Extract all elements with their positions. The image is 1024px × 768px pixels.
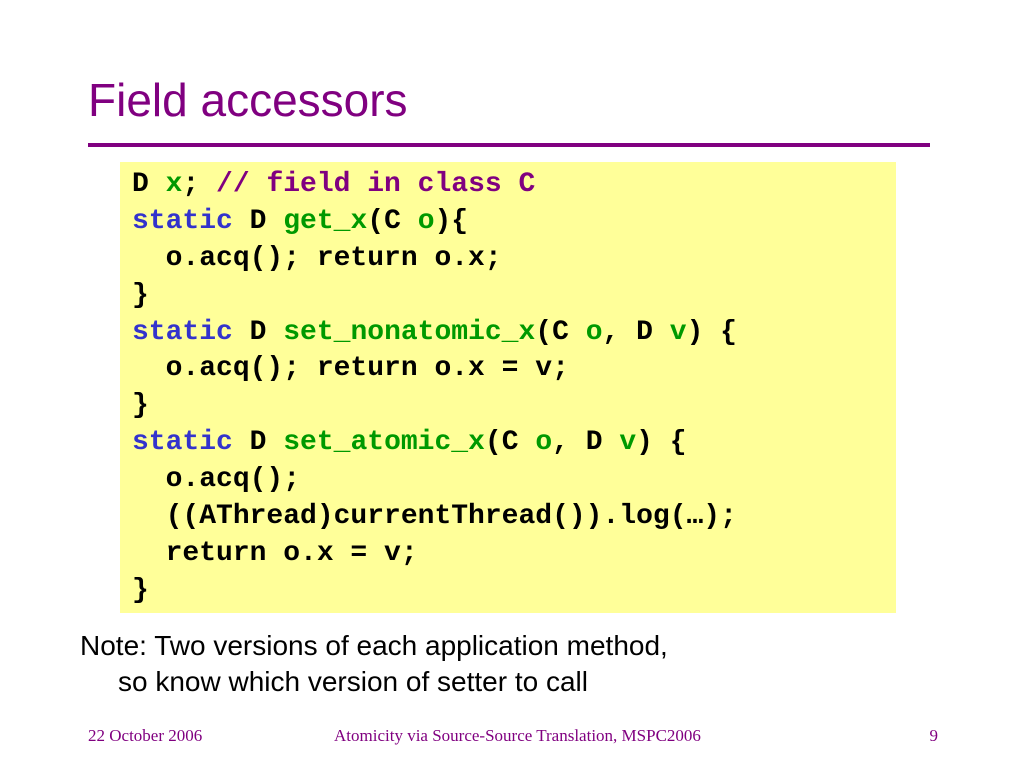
code-line: static D set_atomic_x(C o, D v) {: [132, 425, 896, 462]
code-token: ) {: [636, 427, 687, 459]
code-line: o.acq(); return o.x = v;: [132, 351, 896, 388]
code-token: static: [132, 205, 233, 237]
code-token: ((AThread)currentThread()).log(…);: [132, 501, 737, 533]
code-token: static: [132, 427, 233, 459]
code-line: ((AThread)currentThread()).log(…);: [132, 499, 896, 536]
code-token: get_x: [283, 205, 368, 237]
code-line: D x; // field in class C: [132, 167, 896, 204]
code-token: set_nonatomic_x: [283, 316, 536, 348]
slide-title: Field accessors: [88, 74, 408, 126]
code-line: return o.x = v;: [132, 536, 896, 573]
code-token: D: [232, 316, 284, 348]
code-token: o.acq(); return o.x = v;: [132, 353, 569, 385]
code-token: o.acq();: [132, 464, 301, 496]
page-number: 9: [929, 726, 939, 745]
code-token: v: [669, 316, 687, 348]
code-token: ) {: [686, 316, 737, 348]
code-token: // field in class C: [216, 169, 536, 200]
code-token: o.acq(); return o.x;: [132, 242, 502, 274]
code-token: v: [619, 427, 637, 459]
code-token: , D: [552, 427, 620, 459]
code-line: static D get_x(C o){: [132, 204, 896, 241]
code-token: (C: [367, 205, 418, 237]
code-token: D: [232, 205, 284, 237]
code-token: return o.x = v;: [132, 537, 418, 569]
code-token: , D: [602, 316, 670, 348]
code-line: o.acq();: [132, 462, 896, 499]
footer-date: 22 October 2006: [88, 726, 203, 745]
code-token: }: [132, 574, 149, 606]
code-token: ;: [182, 169, 217, 200]
code-token: o: [585, 316, 603, 348]
code-token: (C: [535, 316, 586, 348]
code-token: }: [132, 390, 149, 422]
code-line: }: [132, 388, 896, 425]
note-text: Note: Two versions of each application m…: [80, 628, 920, 700]
code-line: o.acq(); return o.x;: [132, 241, 896, 278]
code-line: }: [132, 278, 896, 315]
code-token: ){: [434, 205, 469, 237]
note-line-2: so know which version of setter to call: [118, 666, 588, 697]
title-divider: [88, 143, 930, 147]
code-token: set_atomic_x: [283, 427, 485, 459]
code-token: o: [535, 427, 553, 459]
code-token: x: [165, 169, 183, 200]
code-line: }: [132, 573, 896, 610]
footer-title: Atomicity via Source-Source Translation,…: [334, 726, 701, 745]
code-line: static D set_nonatomic_x(C o, D v) {: [132, 315, 896, 352]
code-token: static: [132, 316, 233, 348]
code-token: o: [417, 205, 435, 237]
code-token: (C: [484, 427, 536, 459]
code-token: D: [232, 427, 284, 459]
note-line-1: Note: Two versions of each application m…: [80, 630, 668, 661]
code-token: D: [132, 169, 166, 200]
code-token: }: [132, 279, 149, 311]
